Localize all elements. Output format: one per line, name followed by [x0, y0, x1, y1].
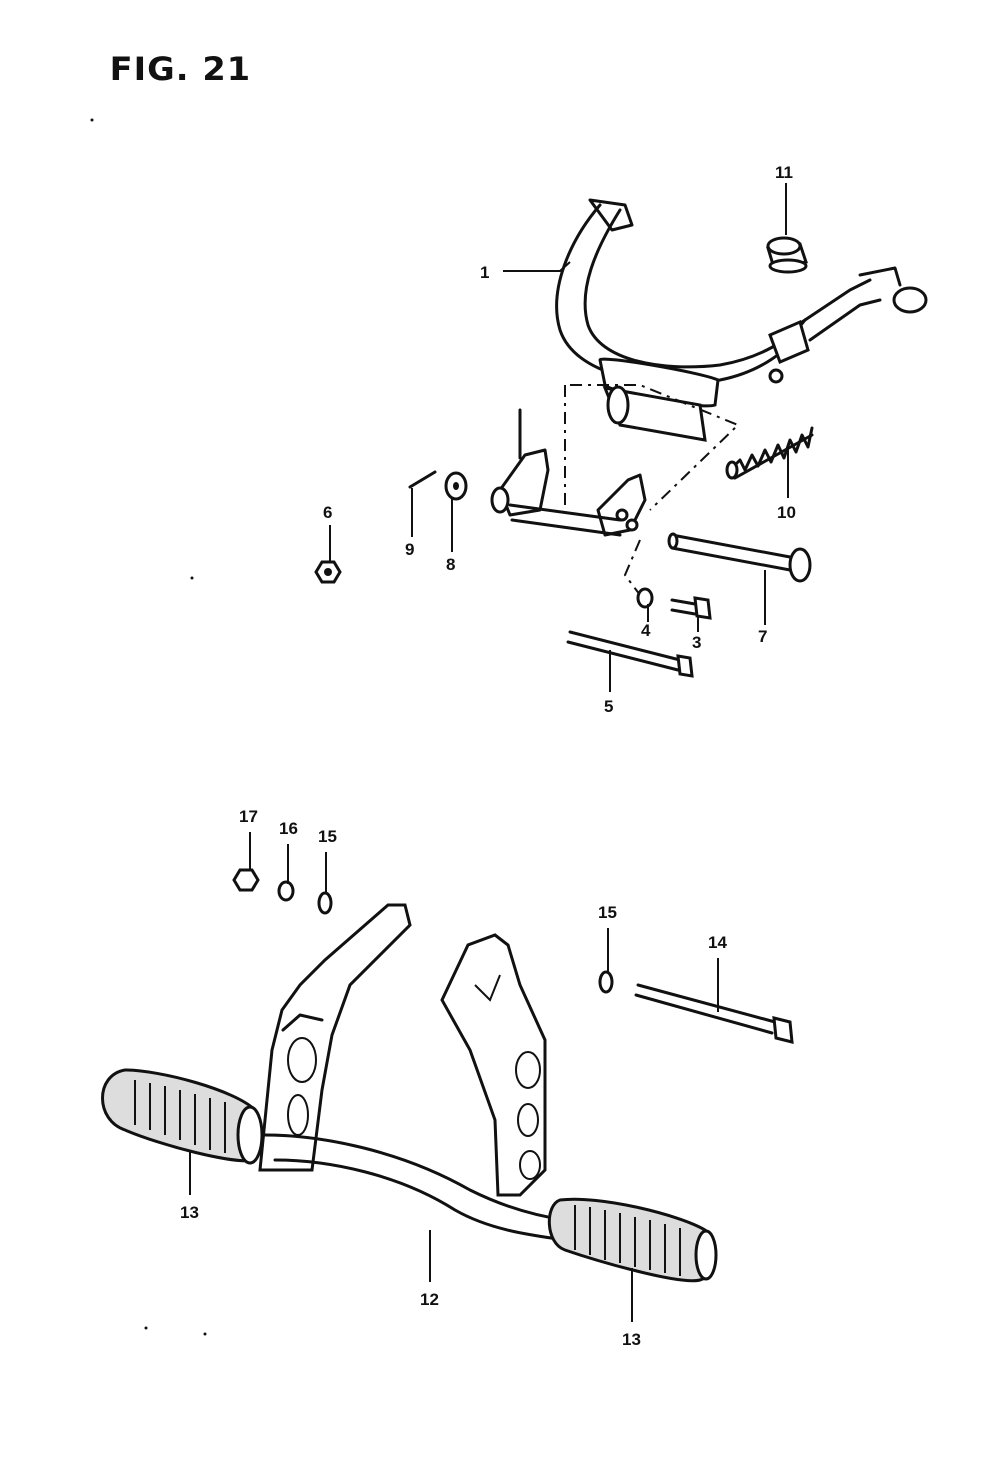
nut-part-6	[314, 560, 342, 584]
callout-12: 12	[420, 1290, 439, 1309]
callout-15-right: 15	[598, 903, 617, 922]
callout-15-left: 15	[318, 827, 337, 846]
footrest-rubber-right-part	[547, 1197, 718, 1283]
footrest-bar-part	[258, 903, 567, 1242]
callout-17: 17	[239, 807, 258, 826]
footrest-rubber-left-part	[101, 1068, 264, 1165]
callout-4: 4	[641, 621, 651, 640]
nut-part-17	[232, 868, 260, 892]
washer-part-15b	[598, 970, 614, 994]
callout-14: 14	[708, 933, 727, 952]
callout-7: 7	[758, 627, 767, 646]
stand-spring-part	[725, 426, 814, 480]
callout-16: 16	[279, 819, 298, 838]
long-bolt-part-5	[566, 630, 694, 678]
washer-part-16	[277, 880, 295, 902]
callout-9: 9	[405, 540, 414, 559]
callout-13-right: 13	[622, 1330, 641, 1349]
lock-washer-part-4	[636, 587, 654, 609]
center-stand-part	[555, 198, 928, 442]
callout-1: 1	[480, 263, 489, 282]
cotter-pin-part	[408, 470, 437, 489]
bolt-part-14	[634, 983, 794, 1044]
callout-11: 11	[775, 163, 793, 182]
stand-shaft-part	[490, 408, 647, 537]
long-bolt-part-7	[667, 532, 812, 583]
stopper-rubber-part	[766, 236, 808, 274]
figure-title: FIG. 21	[109, 50, 252, 88]
callout-13-left: 13	[180, 1203, 199, 1222]
short-bolt-part-3	[670, 596, 712, 620]
callout-5: 5	[604, 697, 613, 716]
callout-3: 3	[692, 633, 701, 652]
callout-8: 8	[446, 555, 455, 574]
washer-part-8	[444, 471, 468, 501]
callout-6: 6	[323, 503, 332, 522]
callout-10: 10	[777, 503, 796, 522]
washer-part-15a	[317, 891, 333, 915]
